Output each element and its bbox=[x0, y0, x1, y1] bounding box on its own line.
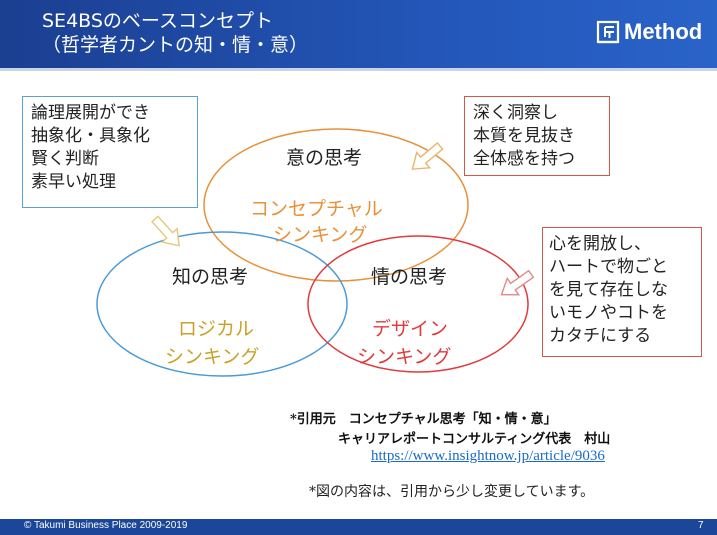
callout-line: いモノやコトを bbox=[549, 303, 668, 323]
callout-line: 心を開放し、 bbox=[549, 234, 651, 254]
citation-line1: *引用元 コンセプチャル思考「知・情・意」 bbox=[290, 412, 557, 427]
callout-heart: 心を開放し、 ハートで物ごと を見て存在しな いモノやコトを カタチにする bbox=[542, 227, 702, 357]
page-number: 7 bbox=[698, 520, 704, 531]
callout-line: 本質を見抜き bbox=[473, 126, 575, 146]
label-right-sub1: デザイン bbox=[372, 318, 449, 340]
method-logo: Method bbox=[596, 19, 702, 45]
label-top-sub2: シンキング bbox=[273, 224, 368, 246]
header-bar: SE4BSのベースコンセプト （哲学者カントの知・情・意） Method bbox=[0, 0, 717, 68]
citation-line2: キャリアレポートコンサルティング代表 村山 bbox=[338, 432, 611, 447]
callout-line: 抽象化・具象化 bbox=[31, 126, 150, 146]
arrow-icon bbox=[151, 215, 180, 247]
page-title: SE4BSのベースコンセプト （哲学者カントの知・情・意） bbox=[42, 9, 308, 57]
ellipse-top bbox=[203, 128, 469, 282]
label-right-title: 情の思考 bbox=[371, 266, 448, 288]
modification-note: *図の内容は、引用から少し変更しています。 bbox=[309, 484, 595, 500]
method-logo-icon bbox=[596, 20, 620, 44]
callout-line: 論理展開ができ bbox=[31, 103, 150, 123]
callout-line: ハートで物ごと bbox=[549, 257, 668, 277]
callout-line: を見て存在しな bbox=[549, 280, 668, 300]
page-title-line1: SE4BSのベースコンセプト bbox=[42, 10, 273, 32]
logo-text: Method bbox=[624, 19, 703, 44]
citation-link[interactable]: https://www.insightnow.jp/article/9036 bbox=[371, 448, 605, 464]
callout-line: 深く洞察し bbox=[473, 103, 558, 123]
arrow-icon bbox=[500, 269, 535, 296]
header-divider bbox=[0, 68, 717, 71]
ellipse-left bbox=[96, 231, 348, 377]
page-title-line2: （哲学者カントの知・情・意） bbox=[42, 34, 309, 56]
callout-logic: 論理展開ができ 抽象化・具象化 賢く判断 素早い処理 bbox=[22, 96, 198, 208]
copyright-text: © Takumi Business Place 2009-2019 bbox=[24, 520, 188, 531]
arrow-icon bbox=[411, 141, 444, 170]
callout-line: 素早い処理 bbox=[31, 172, 116, 192]
label-left-sub1: ロジカル bbox=[178, 318, 255, 340]
label-right-sub2: シンキング bbox=[357, 346, 452, 368]
label-top-sub1: コンセプチャル bbox=[250, 198, 383, 220]
callout-line: カタチにする bbox=[549, 326, 652, 346]
ellipse-right bbox=[307, 235, 529, 373]
label-left-sub2: シンキング bbox=[165, 346, 260, 368]
footer-bar: © Takumi Business Place 2009-2019 7 bbox=[0, 519, 717, 535]
label-left-title: 知の思考 bbox=[172, 266, 249, 288]
callout-line: 賢く判断 bbox=[31, 149, 99, 169]
label-top-title: 意の思考 bbox=[286, 147, 363, 169]
callout-insight: 深く洞察し 本質を見抜き 全体感を持つ bbox=[464, 96, 610, 176]
callout-line: 全体感を持つ bbox=[473, 149, 575, 169]
